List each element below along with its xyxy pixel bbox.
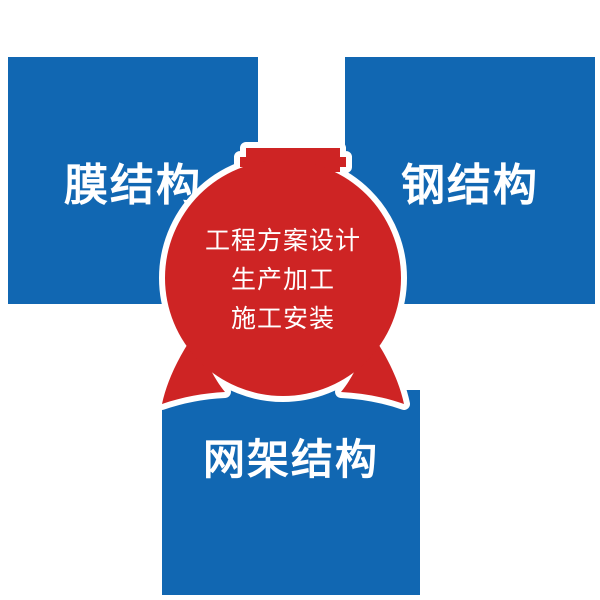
center-line-installation: 施工安装 (230, 305, 335, 333)
steel-structure-label: 钢结构 (401, 160, 539, 210)
grid-structure-label: 网架结构 (202, 436, 379, 483)
box-grid-structure: 网架结构 (162, 390, 420, 595)
center-line-production: 生产加工 (230, 266, 335, 294)
membrane-structure-label: 膜结构 (64, 160, 202, 210)
center-text-block: 工程方案设计 生产加工 施工安装 (133, 222, 433, 339)
center-line-design: 工程方案设计 (204, 227, 361, 255)
